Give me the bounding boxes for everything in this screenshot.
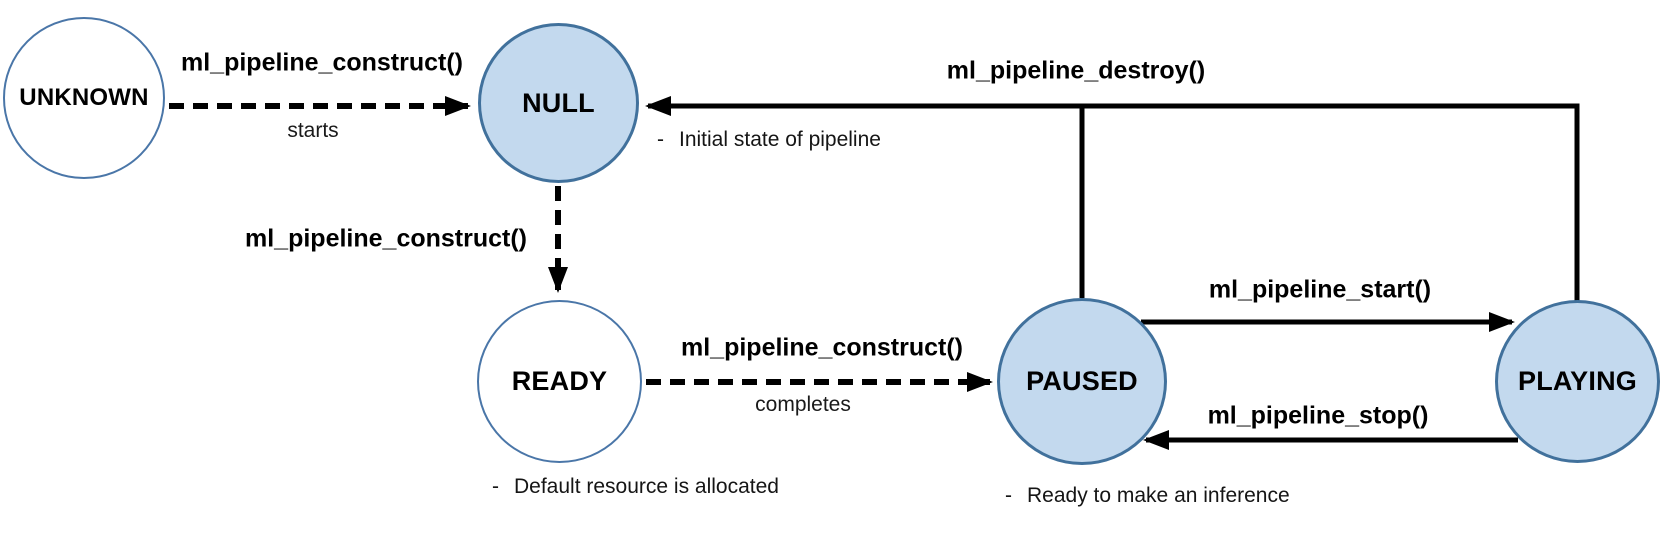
label-construct-ready-paused: ml_pipeline_construct() [681,333,963,362]
note-paused-text: Ready to make an inference [1027,484,1290,507]
state-null: NULL [478,23,639,183]
label-construct-null-ready: ml_pipeline_construct() [245,224,527,253]
state-paused-label: PAUSED [1026,366,1138,396]
state-ready-label: READY [511,366,608,396]
note-paused: - Ready to make an inference [1005,484,1290,508]
sublabel-starts: starts [287,119,339,142]
state-playing: PLAYING [1495,300,1660,463]
label-construct-unknown-null: ml_pipeline_construct() [181,48,463,77]
note-ready-text: Default resource is allocated [514,475,779,498]
state-null-label: NULL [522,87,595,118]
arrow-destroy-to-null [645,96,1580,301]
label-start: ml_pipeline_start() [1208,275,1432,304]
note-ready-bullet: - [492,475,499,498]
note-null-text: Initial state of pipeline [679,128,881,151]
state-playing-label: PLAYING [1518,366,1637,396]
note-null: - Initial state of pipeline [657,128,881,152]
state-unknown-label: UNKNOWN [19,84,149,111]
note-paused-bullet: - [1005,484,1012,507]
state-unknown: UNKNOWN [3,17,165,179]
note-ready: - Default resource is allocated [492,475,779,499]
state-ready: READY [477,300,642,463]
sublabel-completes: completes [755,393,851,416]
label-destroy: ml_pipeline_destroy() [946,56,1206,85]
label-stop: ml_pipeline_stop() [1207,401,1429,430]
note-null-bullet: - [657,128,664,151]
state-paused: PAUSED [997,298,1167,465]
